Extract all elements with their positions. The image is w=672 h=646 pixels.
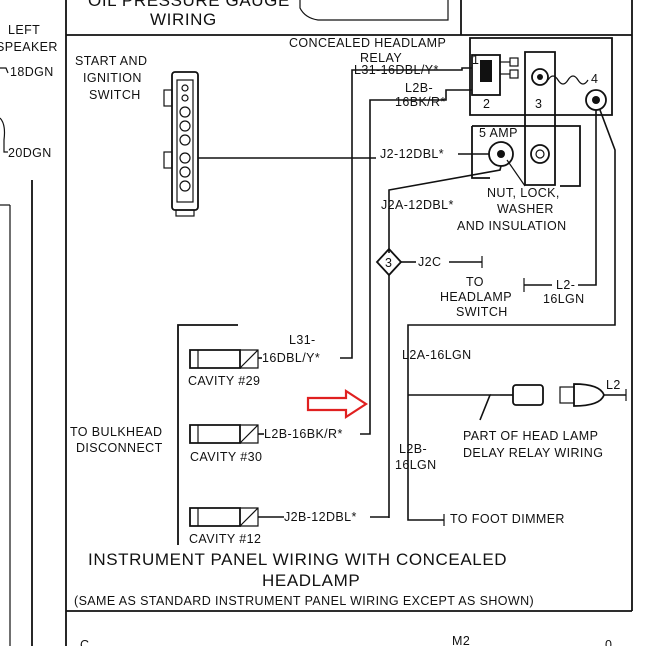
left-speaker-panel: LEFT SPEAKER 18DGN 20DGN xyxy=(0,23,58,646)
start-ignition-label-2: IGNITION xyxy=(83,71,142,85)
wire-label-l2a: L2A-16LGN xyxy=(402,348,472,362)
splice-label: 3 xyxy=(385,256,392,270)
splice-3: 3 J2C xyxy=(375,247,483,518)
cavity-12-connector: J2B-12DBL* CAVITY #12 xyxy=(189,507,389,546)
wire-label-l2-2: 16LGN xyxy=(543,292,585,306)
relay-title-2: RELAY xyxy=(360,51,402,65)
wire-label-20dgn: 20DGN xyxy=(8,146,52,160)
relay-terminal-2: 2 xyxy=(483,97,490,111)
diagram-caption: INSTRUMENT PANEL WIRING WITH CONCEALED H… xyxy=(74,550,534,608)
to-bulkhead-label-1: TO BULKHEAD xyxy=(70,425,162,439)
wire-label-j2a: J2A-12DBL* xyxy=(381,198,454,212)
concealed-headlamp-relay: CONCEALED HEADLAMP RELAY 1 2 3 4 xyxy=(289,36,613,186)
start-ignition-switch: START AND IGNITION SWITCH xyxy=(75,54,199,217)
footer-strip: C M2 0 xyxy=(80,634,612,646)
top-title-line1: OIL PRESSURE GAUGE xyxy=(88,0,290,10)
caption-line1: INSTRUMENT PANEL WIRING WITH CONCEALED xyxy=(88,550,507,569)
to-headlamp-label-2: HEADLAMP xyxy=(440,290,512,304)
wire-label-l31-cavity-1: L31- xyxy=(289,333,316,347)
caption-line2: HEADLAMP xyxy=(262,571,360,590)
to-foot-dimmer-label: TO FOOT DIMMER xyxy=(450,512,565,526)
wire-label-l31-top: L31-16DBL/Y* xyxy=(354,63,439,77)
top-title-line2: WIRING xyxy=(150,10,217,29)
red-arrow-icon xyxy=(306,388,369,420)
fuse-5amp: 5 AMP NUT, LOCK, WASHER AND INSULATION xyxy=(457,125,581,233)
wire-label-l2b-16lgn-1: L2B- xyxy=(399,442,427,456)
oil-pressure-gauge-box: OIL PRESSURE GAUGE WIRING xyxy=(65,0,462,35)
footer-right-char: 0 xyxy=(605,638,612,646)
bulkhead-disconnect: TO BULKHEAD DISCONNECT L31- 16DBL/Y* CAV… xyxy=(70,324,389,546)
wire-label-j2c: J2C xyxy=(418,255,441,269)
top-wiring: L31-16DBL/Y* L2B- 16BK/R* J2-12DBL* J2A-… xyxy=(198,63,502,410)
headlamp-switch-wiring: TO HEADLAMP SWITCH L2- 16LGN L2A-16LGN T… xyxy=(402,109,616,526)
cavity-12-label: CAVITY #12 xyxy=(189,532,261,546)
cavity-29-connector: L31- 16DBL/Y* CAVITY #29 xyxy=(188,333,353,388)
wire-label-l31-cavity-2: 16DBL/Y* xyxy=(262,351,320,365)
relay-title-1: CONCEALED HEADLAMP xyxy=(289,36,446,50)
start-ignition-label-1: START AND xyxy=(75,54,147,68)
wire-label-18dgn: 18DGN xyxy=(10,65,54,79)
relay-terminal-4: 4 xyxy=(591,72,598,86)
start-ignition-label-3: SWITCH xyxy=(89,88,141,102)
wire-label-j2b: J2B-12DBL* xyxy=(284,510,357,524)
main-frame xyxy=(65,0,633,646)
left-speaker-label-1: LEFT xyxy=(8,23,40,37)
head-lamp-delay-relay-wiring: L2 PART OF HEAD LAMP DELAY RELAY WIRING … xyxy=(395,378,627,472)
to-headlamp-label-3: SWITCH xyxy=(456,305,508,319)
footer-mid-label: M2 xyxy=(452,634,470,646)
cavity-30-connector: L2B-16BK/R* CAVITY #30 xyxy=(189,410,371,464)
wire-label-j2: J2-12DBL* xyxy=(380,147,444,161)
wire-label-l2b-cavity: L2B-16BK/R* xyxy=(264,427,343,441)
nut-label-3: AND INSULATION xyxy=(457,219,567,233)
part-of-label-2: DELAY RELAY WIRING xyxy=(463,446,603,460)
cavity-30-label: CAVITY #30 xyxy=(190,450,262,464)
nut-label-1: NUT, LOCK, xyxy=(487,186,560,200)
to-headlamp-label-1: TO xyxy=(466,275,484,289)
wire-label-l2b-top-2: 16BK/R* xyxy=(395,95,446,109)
relay-terminal-3: 3 xyxy=(535,97,542,111)
wire-label-l2b-16lgn-2: 16LGN xyxy=(395,458,437,472)
caption-line3: (SAME AS STANDARD INSTRUMENT PANEL WIRIN… xyxy=(74,594,534,608)
relay-terminal-1: 1 xyxy=(472,53,479,67)
fuse-label: 5 AMP xyxy=(479,126,518,140)
left-speaker-label-2: SPEAKER xyxy=(0,40,58,54)
wire-label-l2-1: L2- xyxy=(556,278,575,292)
wire-label-l2b-top-1: L2B- xyxy=(405,81,433,95)
to-bulkhead-label-2: DISCONNECT xyxy=(76,441,163,455)
cavity-29-label: CAVITY #29 xyxy=(188,374,260,388)
nut-label-2: WASHER xyxy=(497,202,554,216)
footer-left-char: C xyxy=(80,638,89,646)
connector-l2-label: L2 xyxy=(606,378,621,392)
part-of-label-1: PART OF HEAD LAMP xyxy=(463,429,598,443)
